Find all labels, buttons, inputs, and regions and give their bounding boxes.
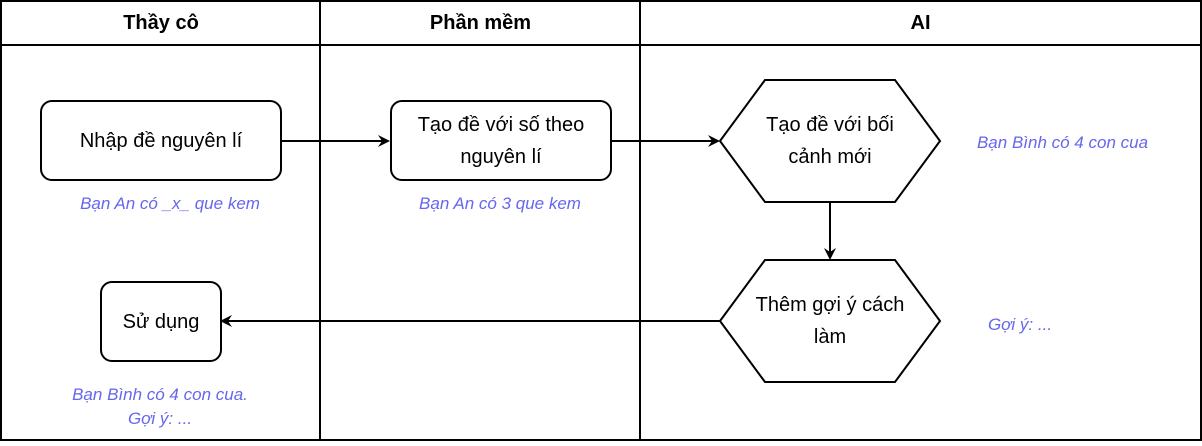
lane-header-software: Phần mềm (429, 11, 532, 34)
hexagon-add-hints[interactable] (718, 259, 942, 383)
node-use-label: Sử dụng (122, 310, 200, 333)
note-context-example: Bạn Bình có 4 con cua (976, 133, 1149, 152)
node-input-problem-label: Nhập đề nguyên lí (79, 129, 243, 152)
note-final-line-1: Bạn Bình có 4 con cua. (72, 385, 248, 404)
node-create-with-numbers[interactable]: Tạo đề với số theo nguyên lí (390, 100, 612, 181)
lane-header-ai: AI (910, 11, 931, 34)
note-hint-example: Gợi ý: ... (987, 315, 1053, 334)
note-final-result: Bạn Bình có 4 con cua. Gợi ý: ... (30, 383, 290, 431)
node-create-with-numbers-label: Tạo đề với số theo nguyên lí (417, 113, 585, 168)
lane-header-teacher: Thầy cô (123, 11, 199, 34)
hexagon-create-with-context[interactable] (718, 79, 942, 203)
node-create-with-context-label: Tạo đề với bối cảnh mới (766, 114, 894, 168)
note-numbers-example: Bạn An có 3 que kem (419, 194, 581, 213)
node-input-problem[interactable]: Nhập đề nguyên lí (40, 100, 282, 181)
note-final-line-2: Gợi ý: ... (127, 409, 193, 428)
note-template-example: Bạn An có _x_ que kem (80, 194, 260, 213)
node-add-hints-label: Thêm gợi ý cách làm (755, 294, 905, 348)
node-use[interactable]: Sử dụng (100, 281, 222, 362)
